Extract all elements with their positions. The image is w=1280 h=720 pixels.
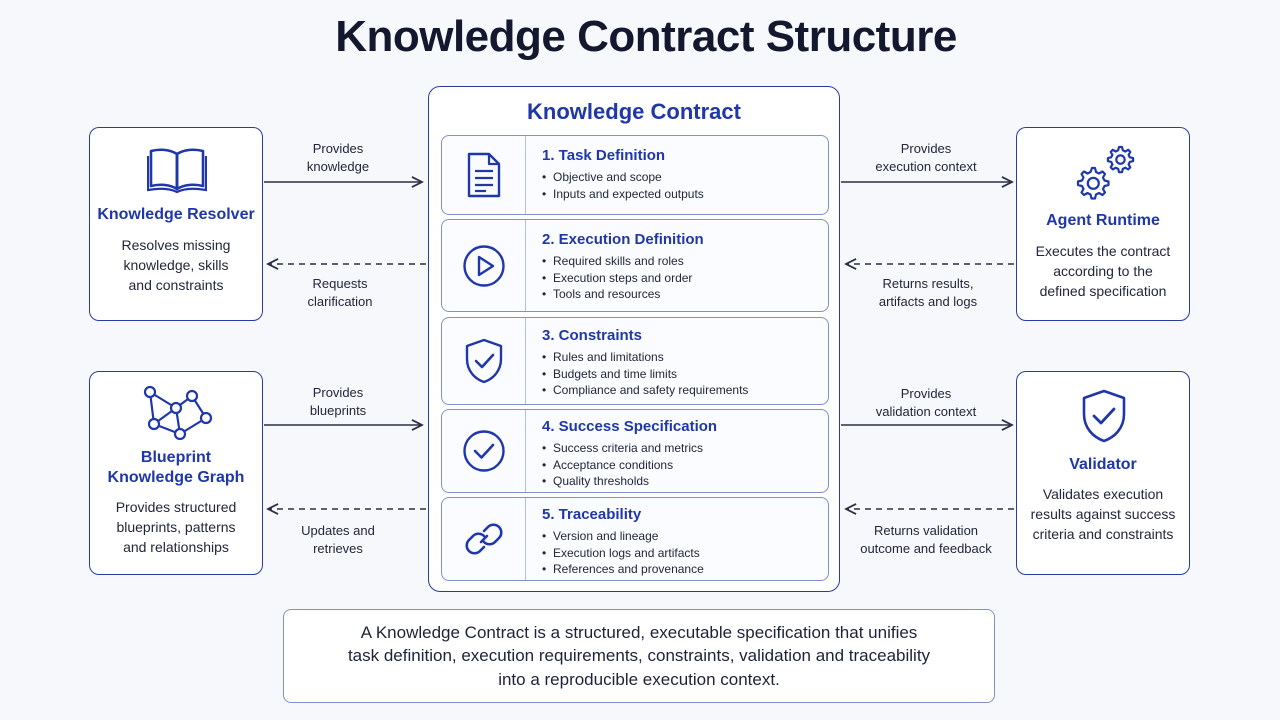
document-icon [467, 152, 500, 198]
play-icon [462, 244, 505, 287]
list-item: Objective and scope [542, 169, 822, 186]
section-constraints: 3. Constraints Rules and limitations Bud… [441, 317, 829, 405]
section-traceability: 5. Traceability Version and lineage Exec… [441, 497, 829, 581]
page-title: Knowledge Contract Structure [335, 12, 957, 61]
summary-box: A Knowledge Contract is a structured, ex… [283, 609, 995, 703]
list-item: Execution logs and artifacts [542, 545, 822, 562]
list-item: Execution steps and order [542, 270, 822, 287]
shield-check-icon [1082, 389, 1126, 443]
section-execution-definition: 2. Execution Definition Required skills … [441, 219, 829, 312]
list-item: Success criteria and metrics [542, 440, 822, 457]
list-item: Rules and limitations [542, 349, 822, 366]
flow-label-returns-results: Returns results,artifacts and logs [878, 276, 978, 309]
check-circle-icon [462, 430, 505, 472]
list-item: Inputs and expected outputs [542, 186, 822, 203]
list-item: Version and lineage [542, 528, 822, 545]
shield-check-icon [465, 338, 502, 384]
knowledge-contract-title: Knowledge Contract [527, 99, 741, 124]
knowledge-resolver-title: Knowledge Resolver [97, 206, 255, 223]
link-icon [464, 523, 503, 555]
validator-title: Validator [1069, 456, 1137, 473]
gears-icon [1076, 145, 1135, 200]
list-item: Tools and resources [542, 286, 822, 303]
list-item: References and provenance [542, 561, 822, 578]
section-task-definition: 1. Task Definition Objective and scope I… [441, 135, 829, 215]
section-title: 1. Task Definition [542, 147, 666, 164]
list-item: Required skills and roles [542, 253, 822, 270]
graph-icon [143, 385, 213, 440]
section-title: 4. Success Specification [542, 418, 718, 435]
list-item: Acceptance conditions [542, 457, 822, 474]
agent-runtime-title: Agent Runtime [1046, 212, 1160, 229]
list-item: Budgets and time limits [542, 366, 822, 383]
section-success-specification: 4. Success Specification Success criteri… [441, 409, 829, 493]
section-title: 3. Constraints [542, 327, 643, 344]
book-icon [147, 148, 207, 194]
section-title: 5. Traceability [542, 506, 642, 523]
summary-text: A Knowledge Contract is a structured, ex… [347, 622, 931, 689]
knowledge-contract-card: Knowledge Contract 1. Task Definition Ob… [428, 86, 840, 592]
list-item: Compliance and safety requirements [542, 382, 822, 399]
section-title: 2. Execution Definition [542, 231, 704, 248]
list-item: Quality thresholds [542, 473, 822, 490]
